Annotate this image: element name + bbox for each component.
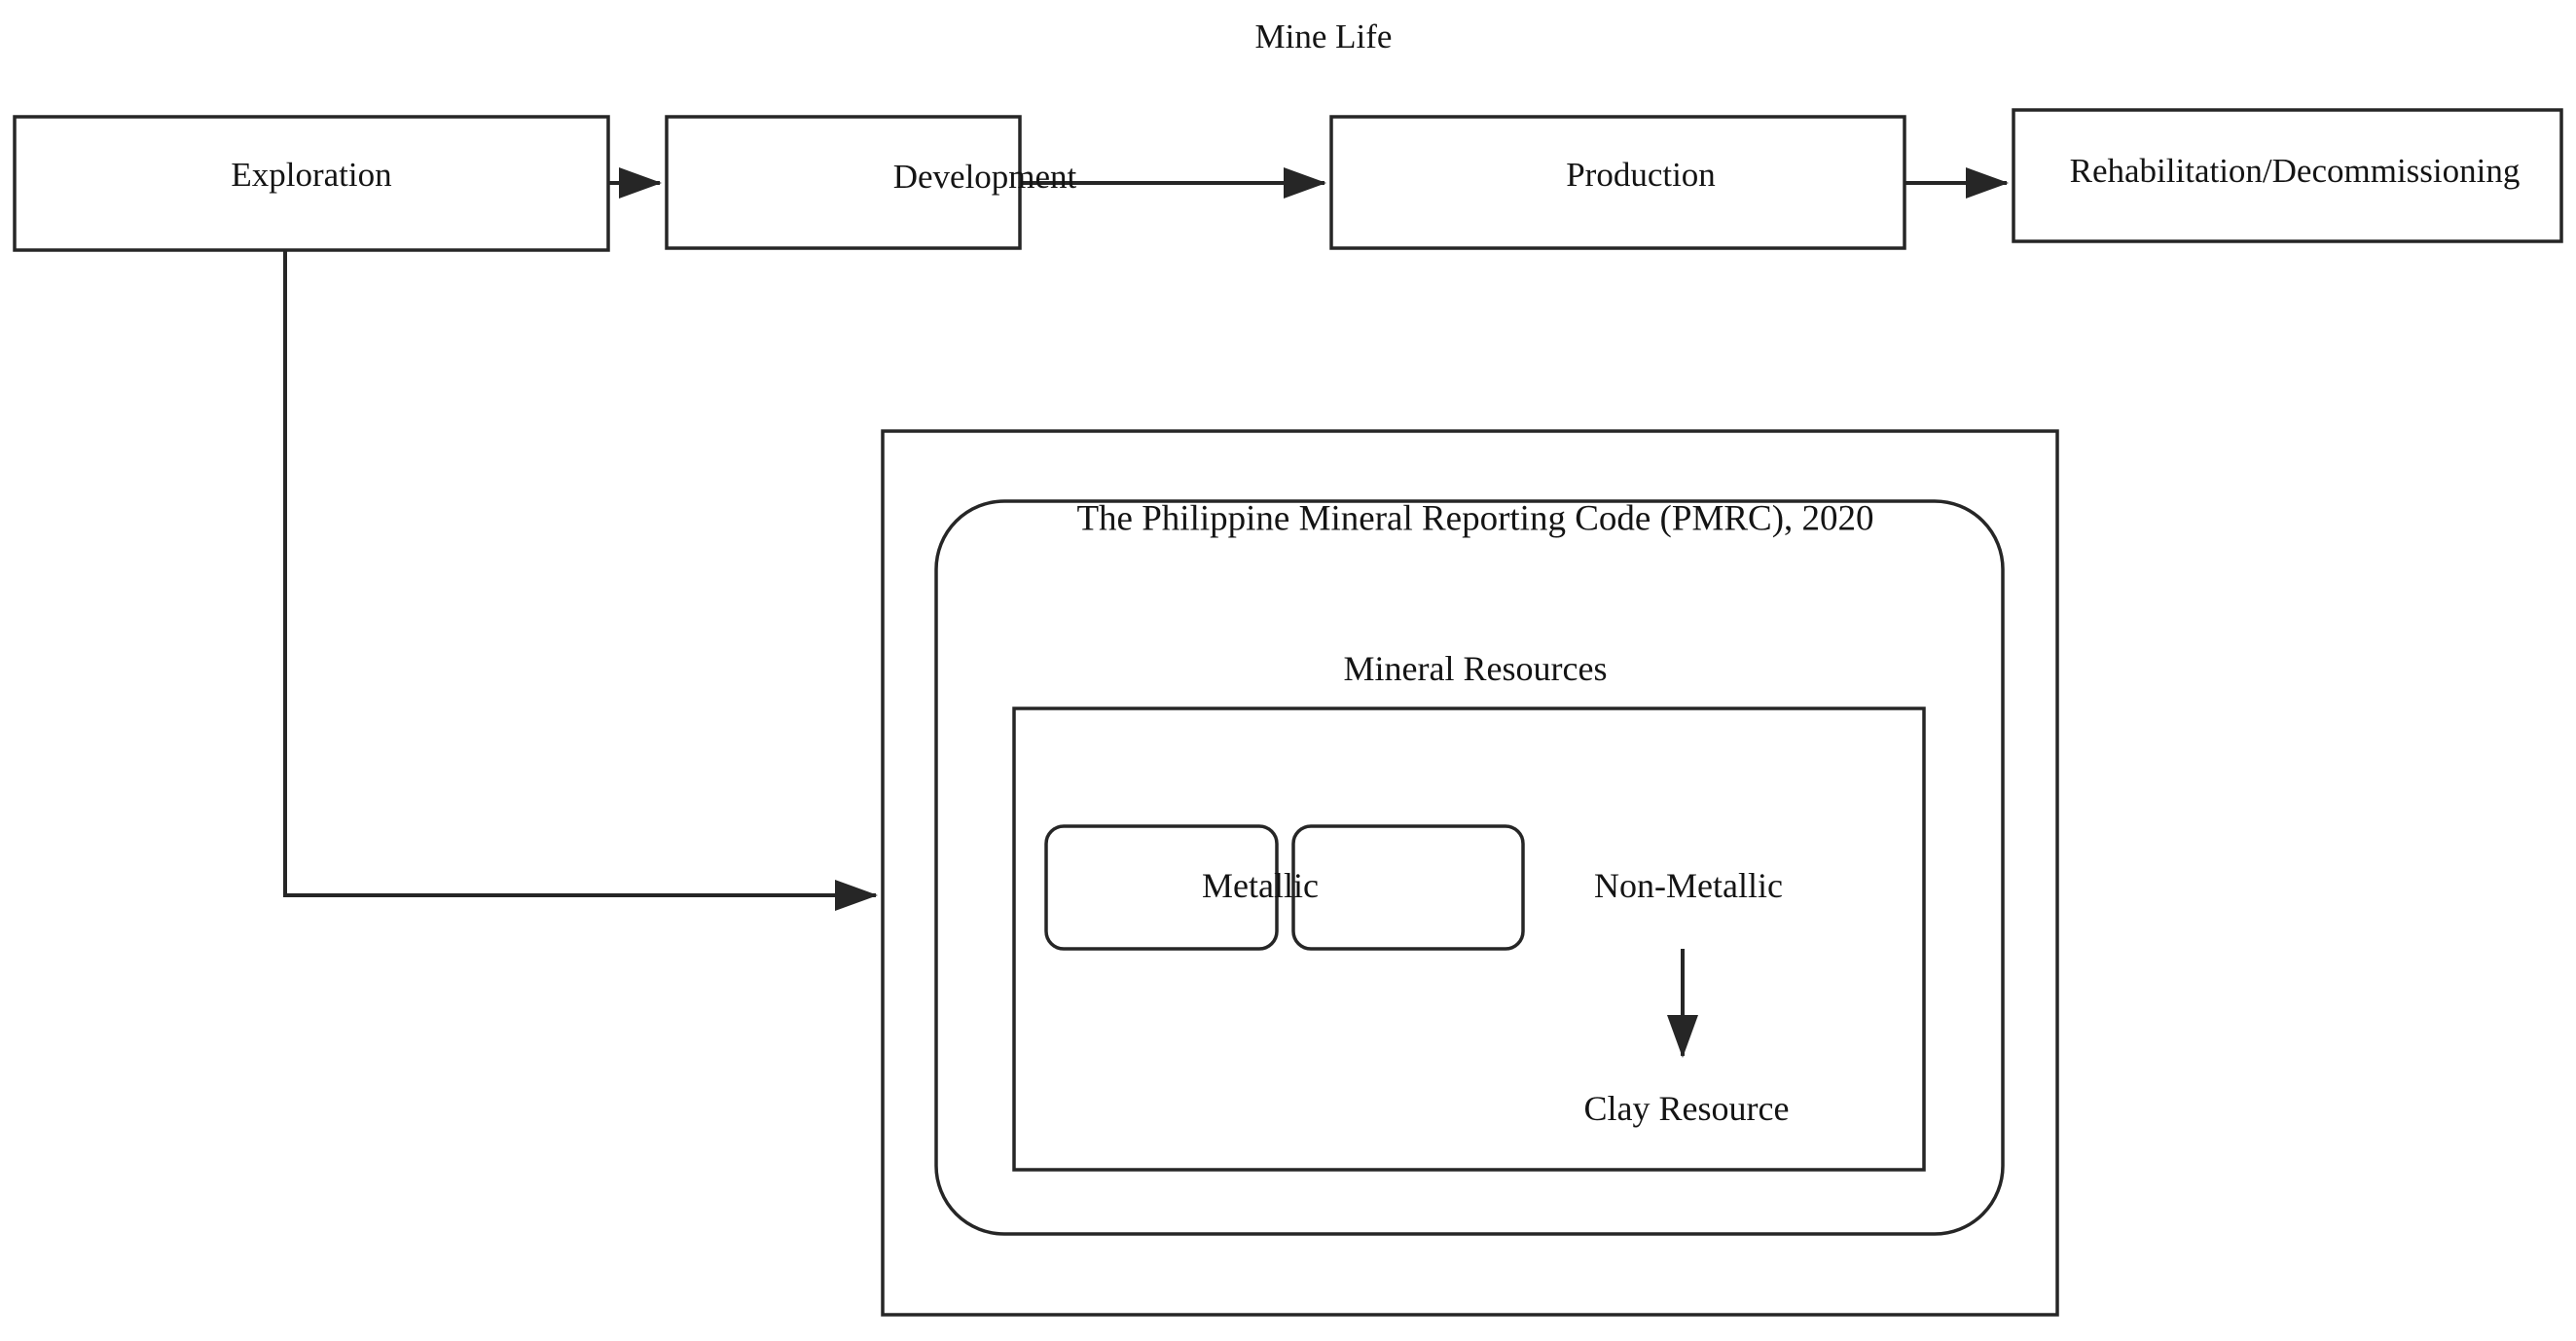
stage-box-exploration[interactable]: [13, 115, 610, 252]
stage-box-production[interactable]: [1329, 115, 1906, 250]
category-box-metallic[interactable]: [1044, 824, 1279, 951]
figure-title: Mine Life: [1254, 17, 1393, 55]
category-label-metallic: Metallic: [1202, 866, 1319, 906]
mineral-resources-label: Mineral Resources: [1343, 649, 1608, 689]
stage-box-development[interactable]: [665, 115, 1022, 250]
pmrc-container-label: The Philippine Mineral Reporting Code (P…: [1076, 498, 1874, 539]
stage-box-rehabilitation[interactable]: [2012, 108, 2563, 243]
stage-label-rehabilitation: Rehabilitation/Decommissioning: [2069, 151, 2521, 190]
stage-label-exploration: Exploration: [231, 155, 392, 194]
clay-resource-label: Clay Resource: [1583, 1089, 1790, 1129]
category-label-non-metallic: Non-Metallic: [1594, 866, 1783, 906]
arrow-exploration-to-pmrc: [283, 250, 878, 911]
stage-label-development: Development: [892, 157, 1077, 196]
category-box-non-metallic[interactable]: [1291, 824, 1525, 951]
stage-label-production: Production: [1566, 155, 1716, 194]
